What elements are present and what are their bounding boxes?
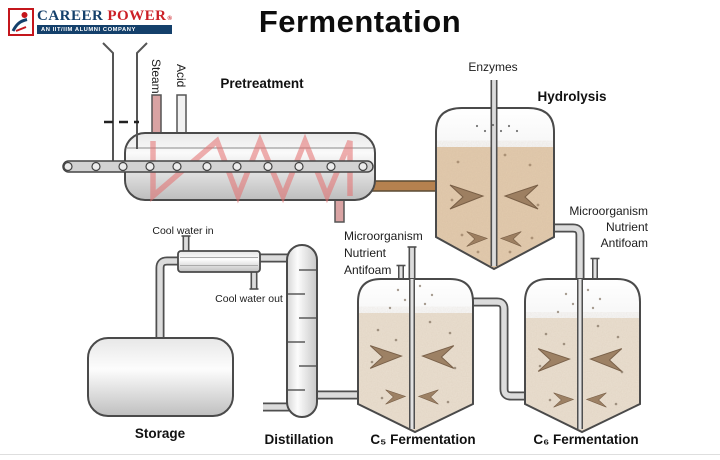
logo-name-secondary: POWER <box>107 8 167 24</box>
storage-body <box>87 337 234 417</box>
logo-trademark: ® <box>167 16 173 22</box>
career-power-logo-icon <box>8 8 34 36</box>
c6-agitator <box>537 279 623 429</box>
label-distillation: Distillation <box>264 432 333 447</box>
page-title: Fermentation <box>258 4 462 39</box>
hydrolysis-headspace-bubbles <box>475 123 519 133</box>
pretreatment-to-hydrolysis-pipe <box>371 180 439 192</box>
distillation-column <box>286 244 318 418</box>
cool-water-out-pipe <box>249 271 259 290</box>
label-hydrolysis: Hydrolysis <box>537 89 606 104</box>
logo-name-primary: CAREER <box>37 8 104 24</box>
steam-inlet-pipe <box>151 94 162 136</box>
speckles <box>538 288 624 406</box>
logo-tagline: AN IIT/IIM ALUMNI COMPANY <box>37 25 173 34</box>
label-c5-additive-microorganism: Microorganism <box>344 229 423 243</box>
condenser-to-storage-pipe <box>155 256 182 340</box>
feed-hopper <box>102 42 148 172</box>
storage-tank <box>87 337 234 417</box>
column-body <box>286 244 318 418</box>
transfer-pipes <box>155 223 600 412</box>
label-c5-additive-nutrient: Nutrient <box>344 246 387 260</box>
label-c5-fermentation: C₅ Fermentation <box>370 432 475 447</box>
diagram-labels: Pretreatment Steam Acid Enzymes Hydrolys… <box>135 59 649 447</box>
logo-text-block: CAREER POWER ® AN IIT/IIM ALUMNI COMPANY <box>37 8 173 34</box>
c5-agitator <box>369 279 455 429</box>
label-c6-additive-nutrient: Nutrient <box>606 220 649 234</box>
label-enzymes: Enzymes <box>468 60 517 74</box>
label-c6-fermentation: C₆ Fermentation <box>533 432 638 447</box>
c6-outline <box>524 278 641 434</box>
hydrolysis-tank <box>435 80 555 271</box>
c6-additive-inlet-pipe <box>590 257 600 281</box>
c5-broth <box>358 313 473 432</box>
c5-to-c6-pipe <box>472 297 527 401</box>
c5-outline <box>357 278 474 434</box>
condenser <box>177 250 261 273</box>
cool-water-in-pipe <box>181 235 191 252</box>
feed-conveyor <box>62 160 374 173</box>
label-steam: Steam <box>149 59 163 94</box>
bottom-edge-line <box>0 454 720 455</box>
hydrolysis-agitator <box>449 80 539 266</box>
hopper-right-wall <box>136 42 148 149</box>
acid-inlet-pipe <box>176 94 187 136</box>
column-trays <box>288 269 316 391</box>
c6-fermentation-tank <box>524 278 641 434</box>
speckles <box>450 153 540 254</box>
condenser-body <box>177 250 261 273</box>
c5-fermentation-tank <box>357 278 474 434</box>
hopper-left-wall <box>102 42 114 172</box>
hydrolysis-outline <box>435 107 555 271</box>
logo-figure-icon <box>11 12 28 32</box>
label-cool-water-in: Cool water in <box>152 225 213 237</box>
label-c6-additive-microorganism: Microorganism <box>569 204 648 218</box>
speckles <box>370 284 457 404</box>
hydrolysis-to-c6-pipe <box>553 223 585 282</box>
pretreatment-drain-pipe <box>334 197 345 223</box>
label-c5-additive-antifoam: Antifoam <box>344 263 391 277</box>
pretreatment-feed-pipes <box>151 94 439 223</box>
conveyor-rollers <box>63 161 368 172</box>
brand-logo: CAREER POWER ® AN IIT/IIM ALUMNI COMPANY <box>8 8 173 36</box>
c5-feed-pipe <box>407 246 417 281</box>
label-pretreatment: Pretreatment <box>220 76 304 91</box>
label-c6-additive-antifoam: Antifoam <box>601 236 648 250</box>
label-storage: Storage <box>135 426 186 441</box>
label-acid: Acid <box>174 64 188 87</box>
label-cool-water-out: Cool water out <box>215 293 283 305</box>
